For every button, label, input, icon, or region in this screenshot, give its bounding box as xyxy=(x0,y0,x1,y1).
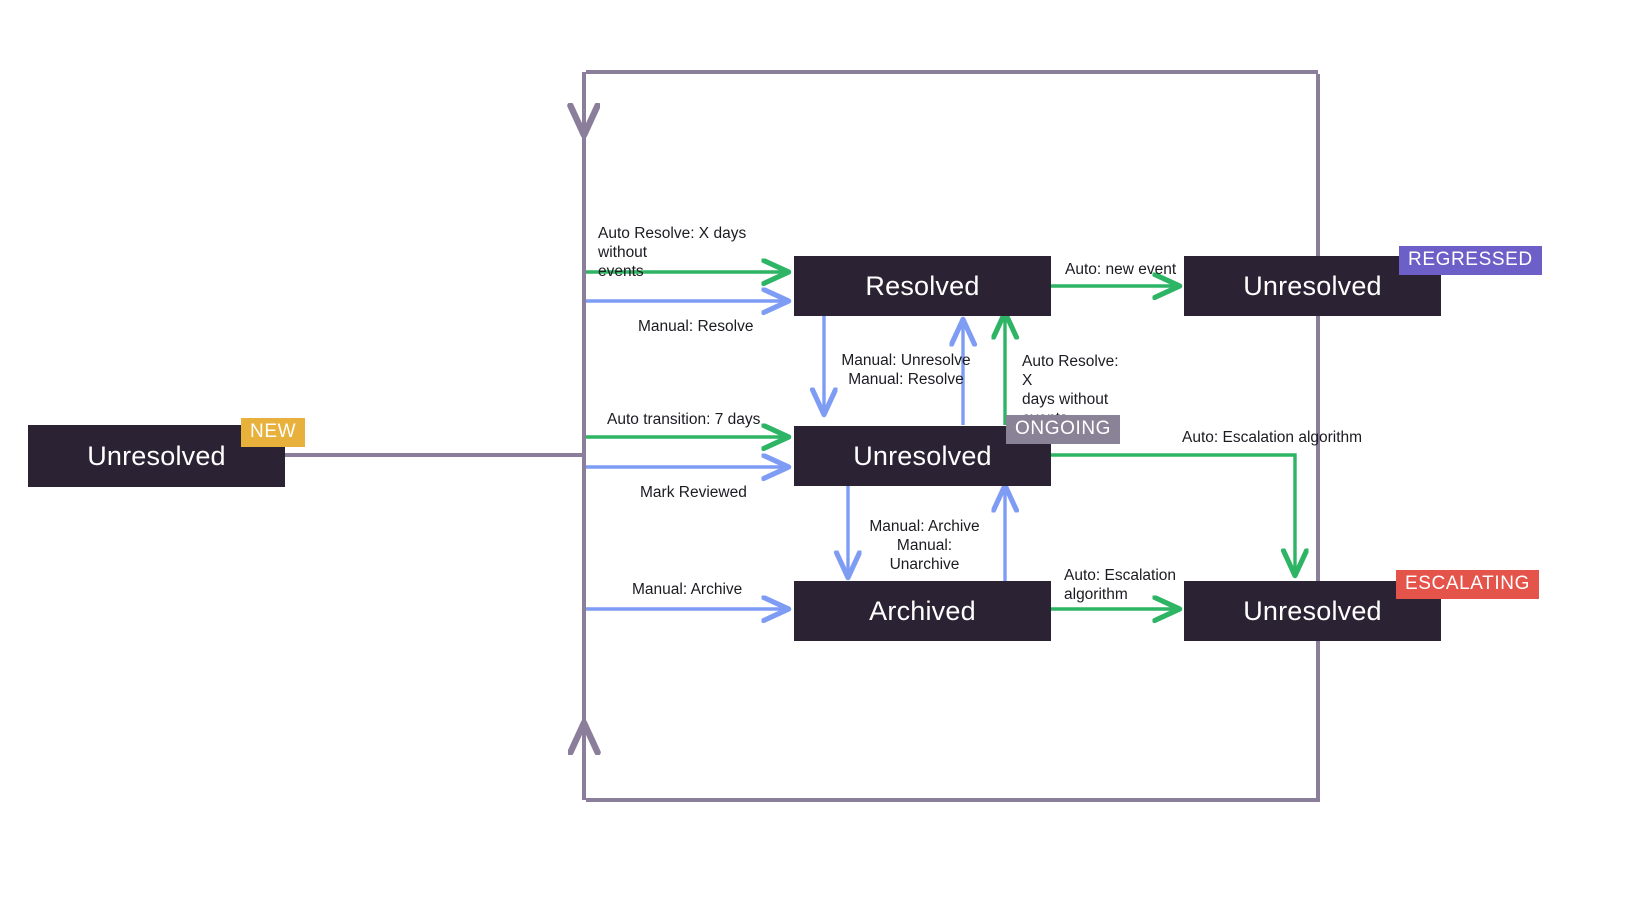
edge-label-manual-archive-left: Manual: Archive xyxy=(632,581,743,598)
node-label: Unresolved xyxy=(1243,595,1382,626)
edge-label-auto-escalation-bottom: Auto: Escalation algorithm xyxy=(1064,567,1177,603)
status-badge-label: ESCALATING xyxy=(1405,573,1530,594)
edge-auto-escalation-top xyxy=(1051,453,1295,573)
edge-label-auto-transition-7-days: Auto transition: 7 days xyxy=(607,411,761,428)
status-badge-new: NEW xyxy=(241,418,306,447)
status-badge-ongoing: ONGOING xyxy=(1006,415,1121,444)
node-label: Archived xyxy=(869,595,976,626)
edge-label-manual-unresolve-resolve: Manual: Unresolve Manual: Resolve xyxy=(841,352,971,388)
status-badge-label: REGRESSED xyxy=(1408,249,1533,270)
node-label: Unresolved xyxy=(87,440,226,471)
edge-label-auto-new-event: Auto: new event xyxy=(1065,261,1177,278)
edge-label-auto-resolve-x-days-top: Auto Resolve: X days without events xyxy=(598,225,747,280)
edge-label-manual-archive-unarchive: Manual: Archive Manual: Unarchive xyxy=(869,518,980,573)
node-ongoing-unresolved[interactable]: Unresolved xyxy=(794,426,1051,486)
node-label: Unresolved xyxy=(1243,270,1382,301)
node-label: Resolved xyxy=(865,270,980,301)
status-badge-label: NEW xyxy=(250,421,297,442)
edge-label-manual-resolve-left: Manual: Resolve xyxy=(638,318,754,335)
status-badge-label: ONGOING xyxy=(1015,418,1112,439)
node-label: Unresolved xyxy=(853,440,992,471)
status-badge-escalating: ESCALATING xyxy=(1396,570,1539,599)
edge-label-auto-escalation-top: Auto: Escalation algorithm xyxy=(1182,429,1363,446)
status-badge-regressed: REGRESSED xyxy=(1399,246,1542,275)
node-archived[interactable]: Archived xyxy=(794,581,1051,641)
node-resolved[interactable]: Resolved xyxy=(794,256,1051,316)
edge-label-mark-reviewed: Mark Reviewed xyxy=(640,484,747,501)
node-regressed-unresolved[interactable]: Unresolved xyxy=(1184,256,1441,316)
